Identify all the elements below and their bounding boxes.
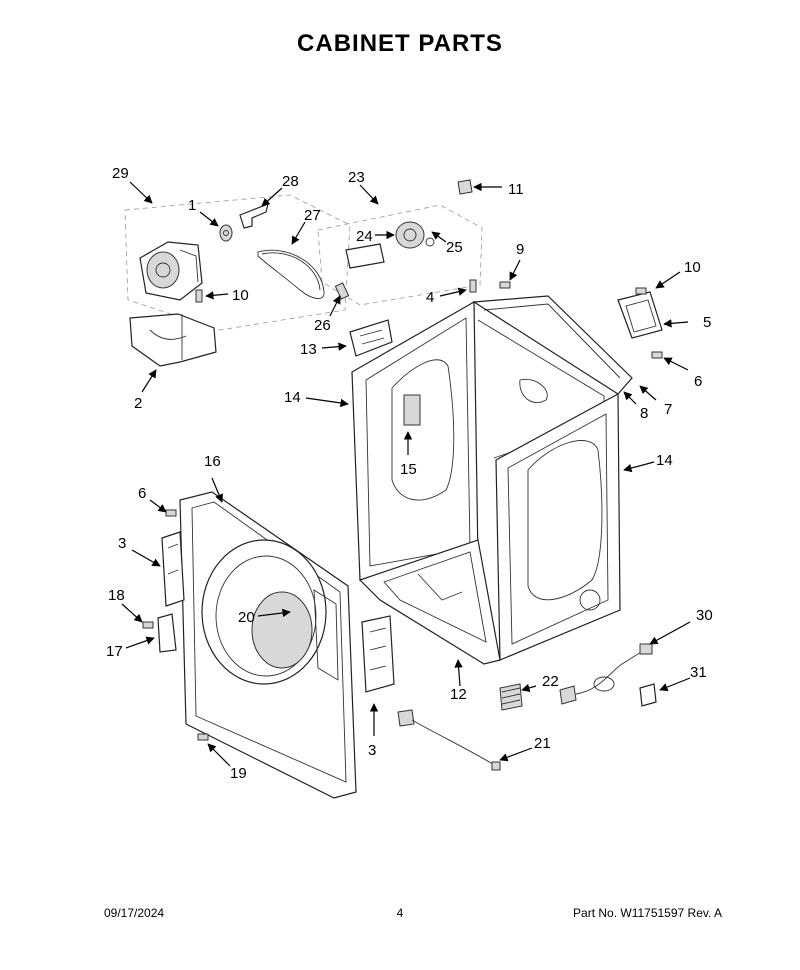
leveling-foot-part[interactable]	[499, 683, 523, 711]
callout-9: 9	[516, 241, 524, 258]
callout-26: 26	[314, 317, 331, 334]
motor-bracket-part[interactable]	[129, 313, 217, 367]
callout-13: 13	[300, 341, 317, 358]
cord-clamp-part[interactable]	[639, 683, 657, 707]
leader-lines	[121, 181, 691, 767]
drive-motor-part[interactable]	[139, 241, 203, 301]
pin-part[interactable]	[334, 282, 350, 300]
callout-24: 24	[356, 228, 373, 245]
top-screw-part[interactable]	[457, 179, 473, 195]
bottom-screw-part[interactable]	[197, 733, 209, 741]
callout-30: 30	[696, 607, 713, 624]
callout-12: 12	[450, 686, 467, 703]
callout-31: 31	[690, 664, 707, 681]
callout-1: 1	[188, 197, 196, 214]
callout-7: 7	[664, 401, 672, 418]
callout-22: 22	[542, 673, 559, 690]
callout-labels: 29 28 1 27 10 2 23 11 24 25 9 10 4 5 26 …	[106, 165, 713, 782]
console-bracket-part[interactable]	[617, 291, 663, 339]
hinge-left-part[interactable]	[161, 531, 185, 607]
bracket-screws-part[interactable]	[635, 287, 663, 359]
drive-belt-part[interactable]	[257, 249, 325, 299]
page-title: CABINET PARTS	[297, 30, 503, 57]
footer-part-number: Part No. W11751597 Rev. A	[573, 906, 722, 920]
callout-3-right: 3	[368, 742, 376, 759]
latch-part[interactable]	[142, 613, 177, 653]
footer-page-number: 4	[396, 906, 404, 920]
front-screw-part[interactable]	[165, 509, 177, 517]
control-board-part[interactable]	[349, 319, 393, 357]
callout-29: 29	[112, 165, 129, 182]
callout-8: 8	[640, 405, 648, 422]
callout-21: 21	[534, 735, 551, 752]
screw-part[interactable]	[469, 279, 511, 293]
callout-17: 17	[106, 643, 123, 660]
cabinet-part[interactable]	[351, 295, 633, 665]
callout-28: 28	[282, 173, 299, 190]
motor-screw-part[interactable]	[195, 289, 203, 303]
pump-bracket-part[interactable]	[345, 243, 385, 269]
callout-27: 27	[304, 207, 321, 224]
pump-motor-part[interactable]	[395, 221, 435, 249]
callout-5: 5	[703, 314, 711, 331]
callout-14-left: 14	[284, 389, 301, 406]
callout-15: 15	[400, 461, 417, 478]
callout-23: 23	[348, 169, 365, 186]
power-cord-part[interactable]	[559, 643, 653, 705]
footer-date: 09/17/2024	[104, 906, 165, 920]
callout-6-left: 6	[138, 485, 146, 502]
callout-25: 25	[446, 239, 463, 256]
pulley-part[interactable]	[219, 224, 233, 242]
callout-2: 2	[134, 395, 142, 412]
callout-16: 16	[204, 453, 221, 470]
callout-19: 19	[230, 765, 247, 782]
callout-3-left: 3	[118, 535, 126, 552]
callout-20: 20	[238, 609, 255, 626]
wire-harness-part[interactable]	[397, 709, 501, 771]
callout-4: 4	[426, 289, 434, 306]
motor-clip-part[interactable]	[239, 203, 269, 229]
callout-6-right: 6	[694, 373, 702, 390]
callout-14-right: 14	[656, 452, 673, 469]
callout-18: 18	[108, 587, 125, 604]
callout-10-right: 10	[684, 259, 701, 276]
front-panel-part[interactable]	[179, 491, 357, 799]
motor-group-outline	[124, 194, 351, 331]
callout-11: 11	[508, 181, 524, 198]
pump-group-outline	[317, 204, 483, 306]
hinge-right-part[interactable]	[361, 615, 395, 693]
callout-10: 10	[232, 287, 249, 304]
